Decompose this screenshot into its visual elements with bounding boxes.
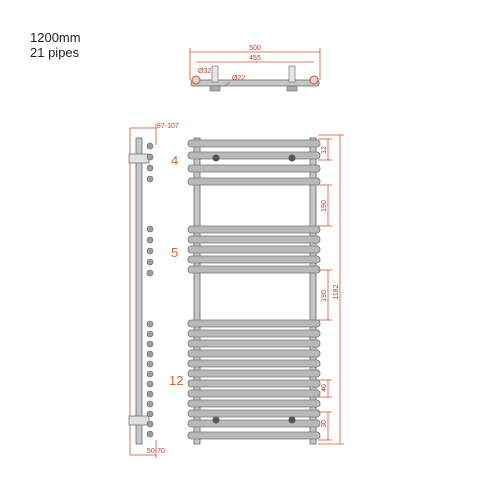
front-bracket-top-left xyxy=(212,154,220,162)
side-bracket-bottom xyxy=(128,415,150,426)
top-width-total-label: 500 xyxy=(249,45,261,52)
pipe-2 xyxy=(187,151,321,160)
top-rail-bar xyxy=(190,79,320,87)
pipe-1 xyxy=(187,139,321,148)
dim-gap-upper-label: 190 xyxy=(321,200,328,212)
side-depth-top-label: 87-107 xyxy=(157,123,179,130)
front-bracket-bottom-right xyxy=(288,416,296,424)
dim-total-height-label: 1182 xyxy=(333,284,340,299)
pipe-17 xyxy=(187,389,321,398)
pipe-13 xyxy=(187,349,321,358)
pipe-12 xyxy=(187,339,321,348)
pipe-18 xyxy=(187,399,321,408)
rail-diameter-label: Ø32 xyxy=(198,68,211,75)
front-bracket-bottom-left xyxy=(212,416,220,424)
rail-end-left xyxy=(191,75,201,85)
top-view: 500 455 Ø32 Ø22 xyxy=(189,45,321,92)
dim-top-gap-label: 12 xyxy=(321,146,328,154)
pipe-21 xyxy=(187,431,321,440)
dim-bottom-gap-label: 30 xyxy=(321,420,328,428)
dim-gap-lower-label: 190 xyxy=(321,290,328,302)
pipe-3 xyxy=(187,164,321,173)
front-rail-left xyxy=(193,137,201,445)
pipe-14 xyxy=(187,359,321,368)
top-bracket-left xyxy=(211,65,219,83)
pipe-8 xyxy=(187,255,321,264)
pipe-7 xyxy=(187,245,321,254)
group-label-bottom: 12 xyxy=(169,373,183,388)
group-label-middle: 5 xyxy=(171,245,178,260)
pipe-5 xyxy=(187,225,321,234)
side-depth-bottom-label: 50-70 xyxy=(147,448,165,455)
pipe-11 xyxy=(187,329,321,338)
pipe-4 xyxy=(187,177,321,186)
model-length-label: 1200mm xyxy=(30,30,81,45)
rail-end-right xyxy=(309,75,319,85)
pipe-19 xyxy=(187,409,321,418)
dim-pitch-label: 40 xyxy=(321,384,328,392)
side-rail xyxy=(135,137,143,445)
top-bracket-right xyxy=(288,65,296,83)
pipe-20 xyxy=(187,419,321,428)
pipe-15 xyxy=(187,369,321,378)
pipe-16 xyxy=(187,379,321,388)
pipe-9 xyxy=(187,265,321,274)
pipe-count-label: 21 pipes xyxy=(30,45,80,60)
side-view: 87-107 50-70 xyxy=(128,123,179,458)
pipe-10 xyxy=(187,319,321,328)
front-dimensions: 12 190 190 40 30 1182 xyxy=(318,134,344,445)
front-bracket-top-right xyxy=(288,154,296,162)
pipe-diameter-label: Ø22 xyxy=(232,75,245,82)
side-bracket-top xyxy=(128,153,150,164)
pipe-6 xyxy=(187,235,321,244)
group-label-top: 4 xyxy=(171,153,178,168)
front-rail-right xyxy=(309,137,317,445)
top-width-centers-label: 455 xyxy=(249,55,261,62)
front-view xyxy=(187,137,321,445)
